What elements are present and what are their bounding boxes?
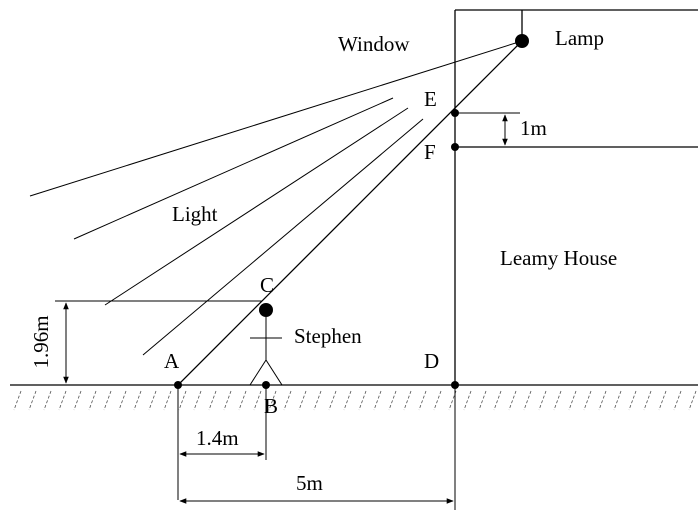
hatch-mark [13,390,22,411]
hatch-mark [208,390,217,411]
point-f-label: F [424,140,436,164]
hatch-mark [238,390,247,411]
point-f-dot [451,143,459,151]
hatch-mark [58,390,67,411]
hatch-mark [268,390,277,411]
point-a-dot [174,381,182,389]
light-ray-4 [142,118,424,356]
ground-hatching [13,390,697,411]
hatch-mark [328,390,337,411]
hatch-mark [493,390,502,411]
hatch-mark [163,390,172,411]
stephen-head [259,303,273,317]
light-label: Light [172,202,218,226]
hatch-mark [373,390,382,411]
ad-dimension-label: 5m [296,471,323,495]
height-dimension-label: 1.96m [29,315,53,368]
hatch-mark [538,390,547,411]
point-d-label: D [424,349,439,373]
hatch-mark [283,390,292,411]
hatch-mark [103,390,112,411]
hatch-mark [403,390,412,411]
point-b-dot [262,381,270,389]
point-c-label: C [260,273,274,297]
leamy-house [454,9,698,385]
hatch-mark [433,390,442,411]
hatch-mark [118,390,127,411]
hatch-mark [43,390,52,411]
hatch-mark [88,390,97,411]
hatch-mark [28,390,37,411]
hatch-mark [658,390,667,411]
hatch-mark [313,390,322,411]
hatch-mark [73,390,82,411]
hatch-mark [358,390,367,411]
hatch-mark [568,390,577,411]
hatch-mark [523,390,532,411]
point-e-label: E [424,87,437,111]
leamy-house-label: Leamy House [500,246,617,270]
hatch-mark [253,390,262,411]
hatch-mark [688,390,697,411]
hatch-mark [673,390,682,411]
hatch-mark [418,390,427,411]
lamp-label: Lamp [555,26,604,50]
light-ray-2 [73,97,394,240]
hatch-mark [178,390,187,411]
hatch-mark [613,390,622,411]
point-a-label: A [164,349,180,373]
point-d-dot [451,381,459,389]
hatch-mark [223,390,232,411]
light-ray-main [177,40,523,386]
hatch-mark [628,390,637,411]
hatch-mark [463,390,472,411]
hatch-mark [478,390,487,411]
hatch-mark [193,390,202,411]
hatch-mark [448,390,457,411]
ab-dimension-label: 1.4m [196,426,239,450]
light-rays [29,40,523,386]
hatch-mark [583,390,592,411]
stephen-label: Stephen [294,324,362,348]
hatch-mark [298,390,307,411]
hatch-mark [343,390,352,411]
stephen-figure [249,303,283,386]
hatch-mark [508,390,517,411]
window-label: Window [338,32,410,56]
hatch-mark [133,390,142,411]
ef-dimension-label: 1m [520,116,547,140]
hatch-mark [388,390,397,411]
hatch-mark [148,390,157,411]
hatch-mark [598,390,607,411]
light-ray-3 [104,107,409,306]
point-b-label: B [264,394,278,418]
light-ray-1 [29,40,523,197]
hatch-mark [643,390,652,411]
hatch-mark [553,390,562,411]
